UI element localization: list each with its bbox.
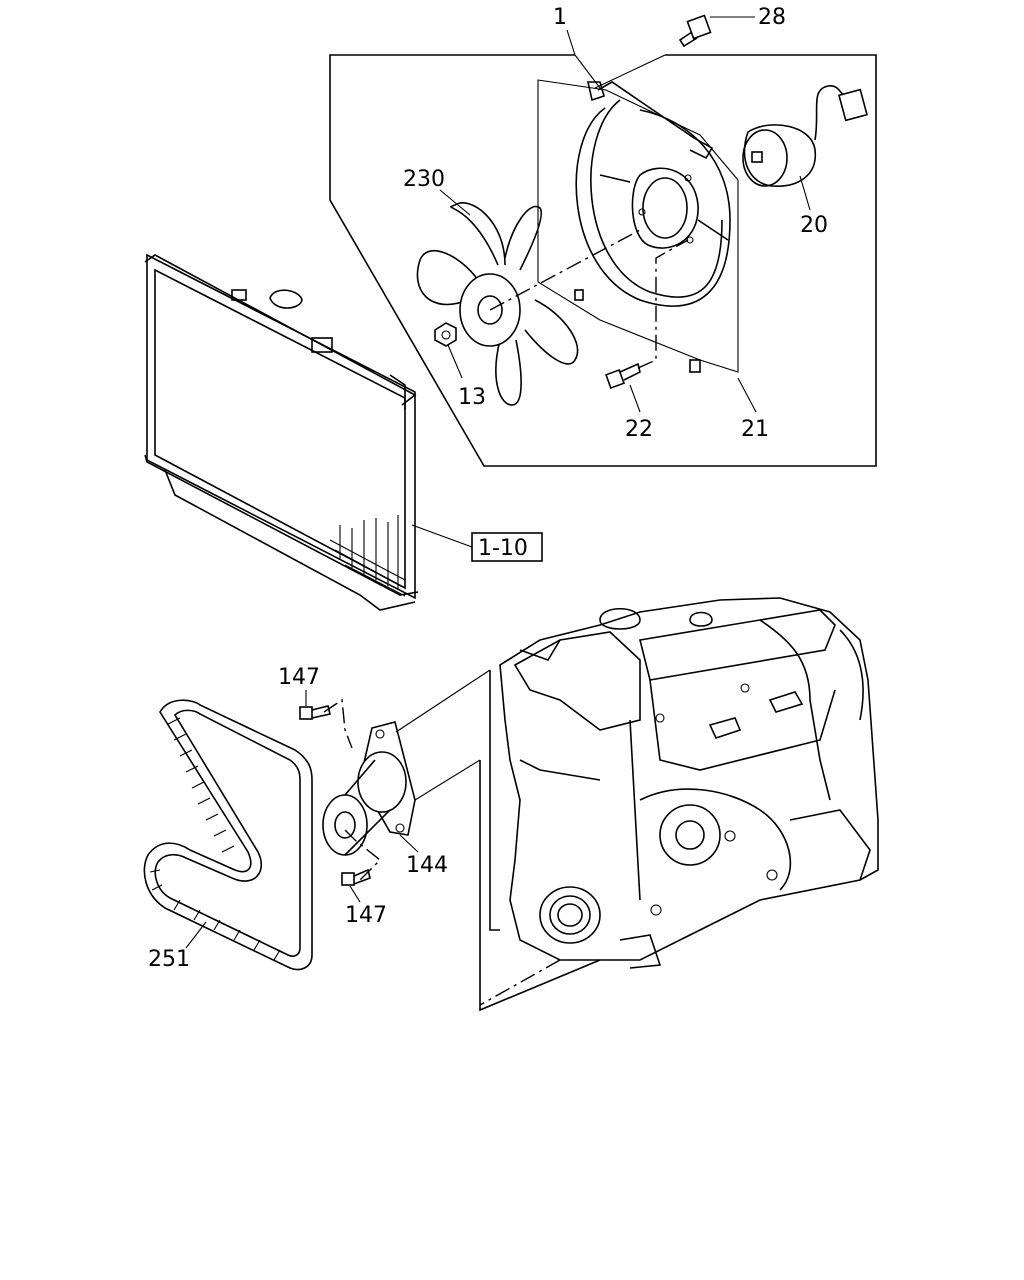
fan-blade: [416, 202, 641, 406]
bolt-147-upper: [299, 705, 331, 720]
callout-251: 251: [148, 947, 190, 972]
reference-box: [471, 532, 543, 562]
callout-144: 144: [406, 853, 448, 878]
reference-label: 1-10: [478, 536, 528, 561]
callout-20: 20: [800, 213, 828, 238]
belt-tensioner: [322, 669, 491, 881]
bolt-28: [678, 14, 755, 48]
bolt-147-lower: [341, 868, 371, 886]
engine-block: [479, 597, 879, 1006]
callout-1: 1: [553, 5, 567, 30]
nut-13: [434, 322, 457, 347]
callout-147-lower: 147: [345, 903, 387, 928]
fan-motor: [742, 85, 868, 211]
callout-28: 28: [758, 5, 786, 30]
fan-assembly-frame: [329, 29, 877, 467]
callout-147-upper: 147: [278, 665, 320, 690]
belt-teeth: [149, 717, 281, 961]
callout-21: 21: [741, 417, 769, 442]
radiator-fins: [329, 515, 406, 597]
radiator: [144, 253, 473, 611]
callout-230: 230: [403, 167, 445, 192]
bolt-22: [605, 239, 689, 389]
engine-frame: [479, 670, 601, 1012]
callout-labels: 1 28 230 20 13 22 21 1-10 147 144 147 25…: [148, 5, 828, 972]
callout-13: 13: [458, 385, 486, 410]
timing-belt: [143, 699, 313, 971]
callout-22: 22: [625, 417, 653, 442]
fan-shroud: [537, 79, 739, 373]
